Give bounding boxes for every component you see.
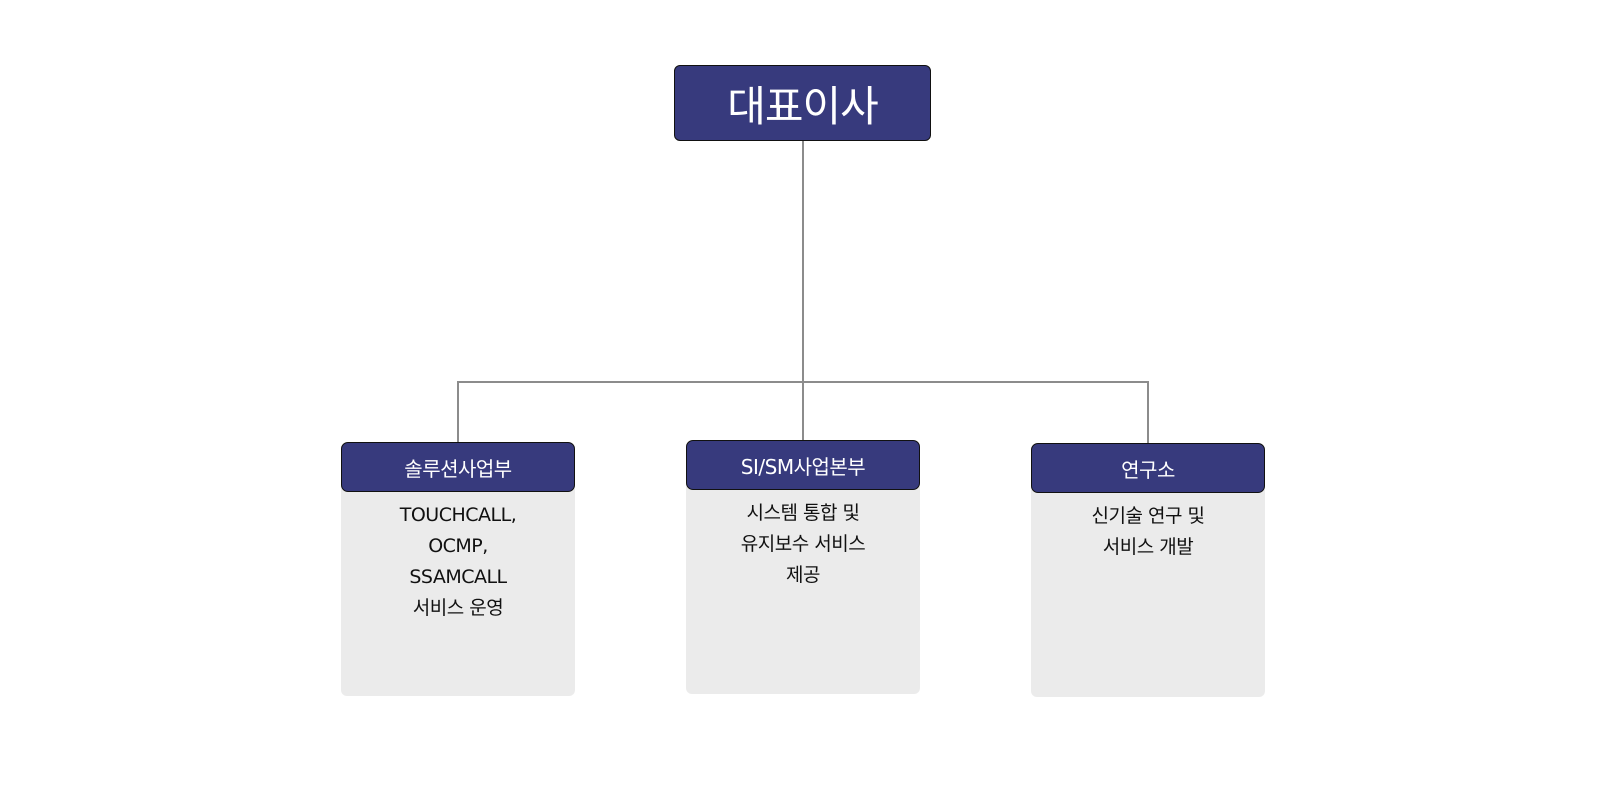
desc-line: TOUCHCALL, bbox=[399, 504, 517, 526]
dept-description: 신기술 연구 및 서비스 개발 bbox=[1031, 501, 1265, 563]
desc-line: 서비스 개발 bbox=[1102, 536, 1194, 558]
dept-title: SI/SM사업본부 bbox=[686, 440, 920, 490]
connector-drop-sism bbox=[802, 381, 804, 441]
desc-line: 제공 bbox=[786, 564, 820, 586]
desc-line: 신기술 연구 및 bbox=[1091, 505, 1205, 527]
desc-line: SSAMCALL bbox=[409, 566, 507, 588]
desc-line: 시스템 통합 및 bbox=[746, 502, 860, 524]
dept-title: 연구소 bbox=[1031, 443, 1265, 493]
connector-ceo-vertical bbox=[802, 141, 804, 383]
dept-description: 시스템 통합 및 유지보수 서비스 제공 bbox=[686, 498, 920, 591]
desc-line: OCMP, bbox=[428, 535, 488, 557]
desc-line: 서비스 운영 bbox=[412, 597, 504, 619]
connector-drop-lab bbox=[1147, 381, 1149, 444]
ceo-box: 대표이사 bbox=[674, 65, 931, 141]
dept-title: 솔루션사업부 bbox=[341, 442, 575, 492]
dept-description: TOUCHCALL, OCMP, SSAMCALL 서비스 운영 bbox=[341, 500, 575, 624]
desc-line: 유지보수 서비스 bbox=[740, 533, 866, 555]
connector-drop-solution bbox=[457, 381, 459, 443]
